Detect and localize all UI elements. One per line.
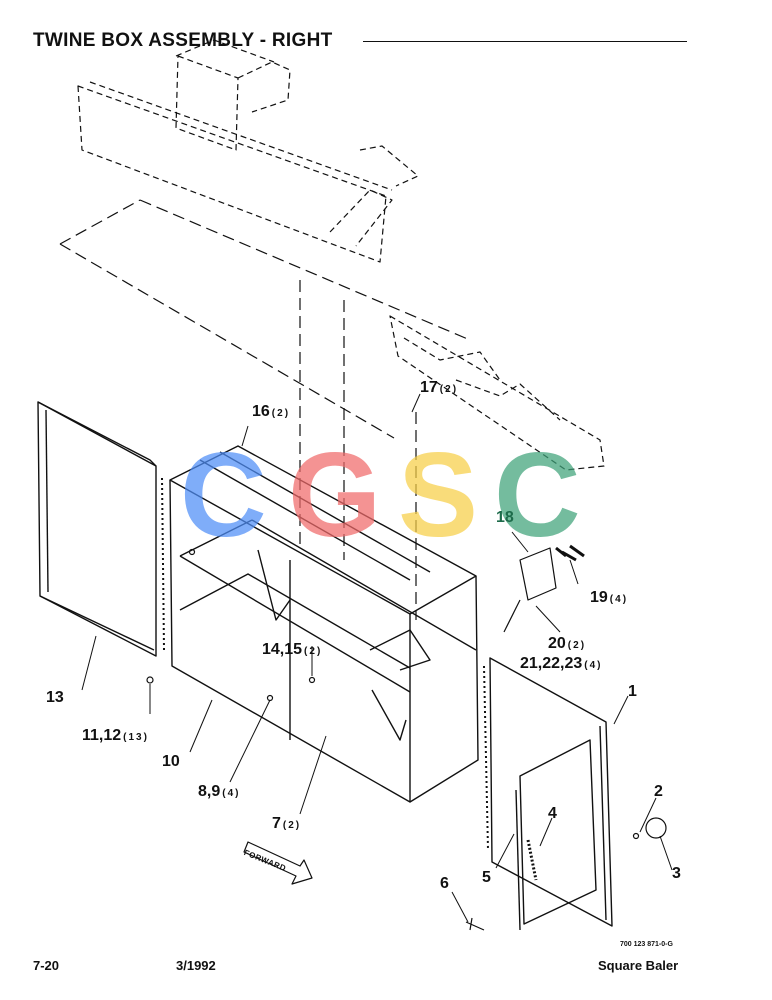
callout-17: 17(2) (420, 379, 459, 396)
right-hinge-chain (483, 665, 489, 851)
latch-bracket-parts (503, 544, 585, 633)
callout-21-22-23: 21,22,23(4) (520, 655, 603, 672)
title-rule (363, 41, 687, 42)
footer-date: 3/1992 (176, 958, 216, 973)
callout-1: 1 (628, 683, 637, 700)
right-mounting-bracket (389, 315, 605, 471)
callout-14-15: 14,15(2) (262, 641, 323, 658)
callout-2: 2 (654, 783, 663, 800)
upper-mounting-bracket (77, 39, 419, 263)
callout-18: 18 (496, 509, 514, 526)
twine-box (169, 445, 479, 803)
left-door-panel (37, 401, 157, 657)
callout-19: 19(4) (590, 589, 629, 606)
callout-3: 3 (672, 865, 681, 882)
callout-11-12: 11,12(13) (82, 727, 149, 744)
drawing-number: 700 123 871-0-G (620, 941, 673, 948)
forward-arrow (243, 841, 313, 885)
footer-product: Square Baler (598, 958, 679, 973)
page-title: TWINE BOX ASSEMBLY - RIGHT (33, 30, 333, 51)
callout-5: 5 (482, 869, 491, 886)
right-door-panel (489, 657, 613, 931)
callout-10: 10 (162, 753, 180, 770)
footer-page-number: 7-20 (33, 958, 60, 973)
leader-lines (81, 393, 673, 923)
dashed-floor-panel (59, 199, 471, 620)
callout-7: 7(2) (272, 815, 302, 832)
hardware (146, 548, 667, 931)
callout-16: 16(2) (252, 403, 291, 420)
callout-13: 13 (46, 689, 64, 706)
callout-8-9: 8,9(4) (198, 783, 241, 800)
callout-4: 4 (548, 805, 557, 822)
callout-6: 6 (440, 875, 449, 892)
left-hinge-chain (161, 477, 165, 651)
callout-20: 20(2) (548, 635, 587, 652)
